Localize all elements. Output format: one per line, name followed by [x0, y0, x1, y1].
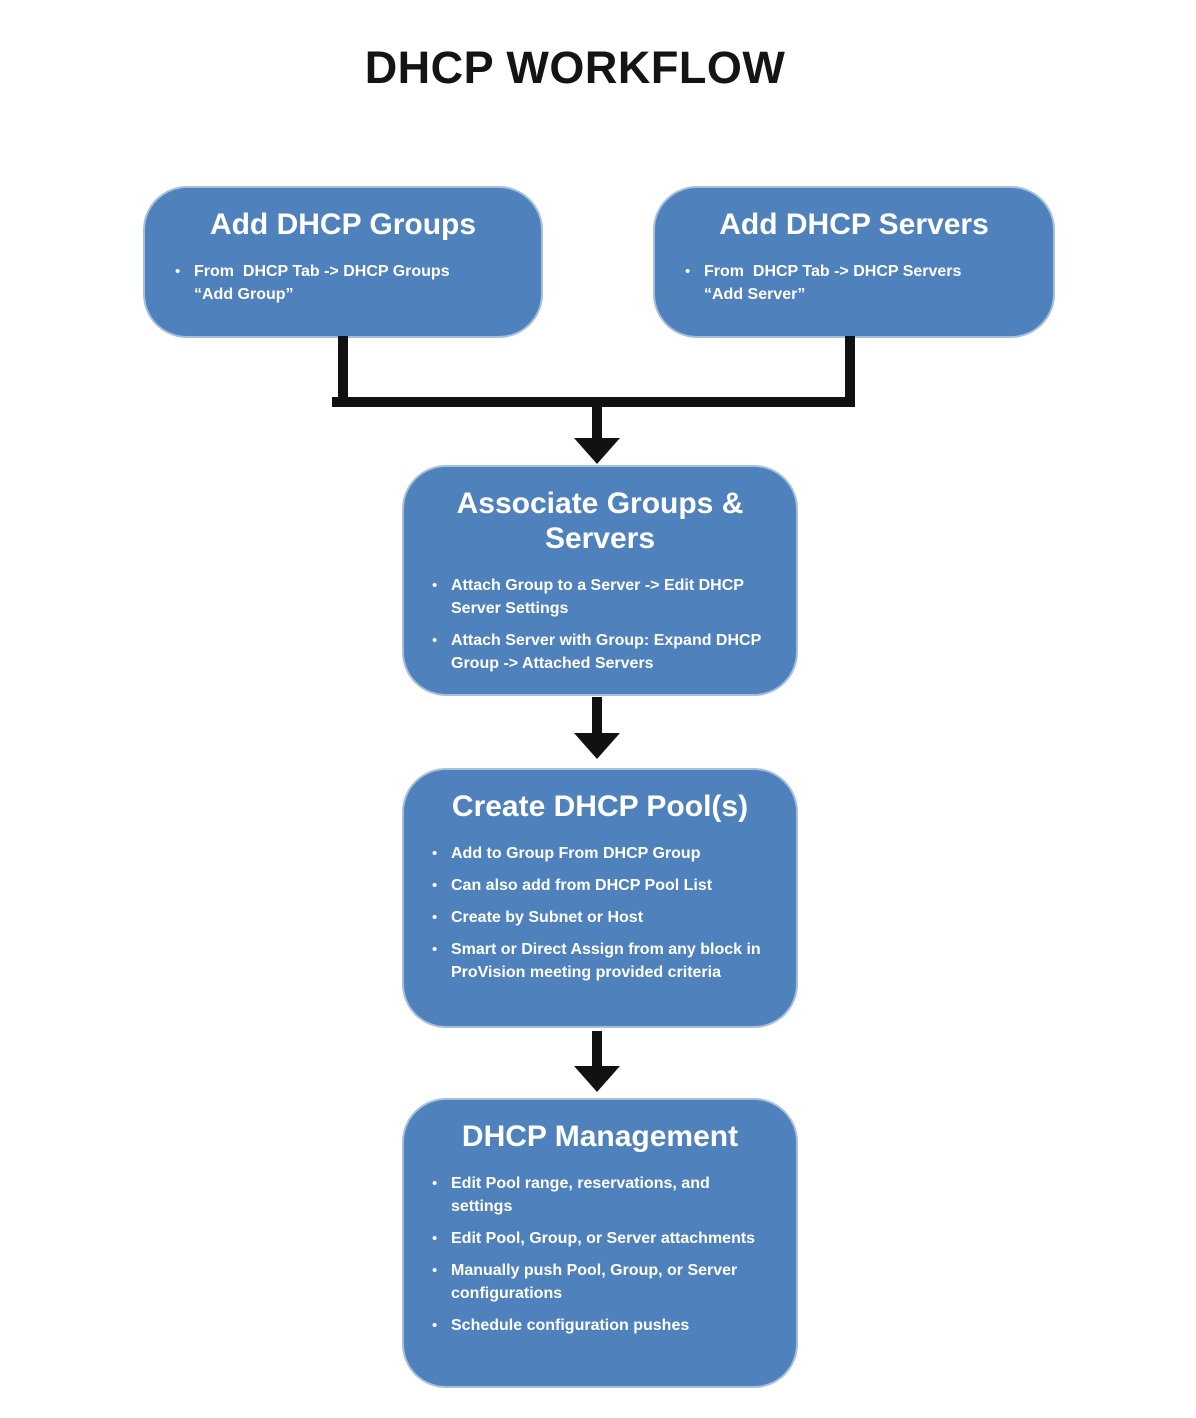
connector-stub	[592, 1031, 602, 1068]
bullet-dot: •	[432, 1316, 438, 1334]
box-title-management: DHCP Management	[461, 1120, 739, 1153]
bullet-list: • Edit Pool range, reservations, and set…	[404, 1172, 796, 1337]
bullet-dot: •	[432, 631, 438, 649]
bullet-dot: •	[432, 908, 438, 926]
bullet-item: • Can also add from DHCP Pool List	[404, 874, 796, 897]
box-title-add-dhcp-servers: Add DHCP Servers	[719, 208, 989, 241]
bullet-item: • Schedule configuration pushes	[404, 1314, 796, 1337]
bullet-text: Smart or Direct Assign from any block in…	[451, 940, 766, 981]
box-add-dhcp-groups: Add DHCP Groups • From DHCP Tab -> DHCP …	[143, 186, 543, 338]
bullet-text: Can also add from DHCP Pool List	[451, 876, 713, 894]
arrow-down-icon	[574, 1066, 620, 1092]
connector-left-stub	[338, 336, 348, 402]
box-title-add-dhcp-groups: Add DHCP Groups	[209, 208, 477, 241]
bullet-dot: •	[432, 844, 438, 862]
connector-horizontal-bar	[332, 397, 855, 407]
bullet-list: • Add to Group From DHCP Group • Can als…	[404, 842, 796, 984]
box-dhcp-management: DHCP Management • Edit Pool range, reser…	[402, 1098, 798, 1388]
bullet-item: • Edit Pool, Group, or Server attachment…	[404, 1227, 796, 1250]
bullet-list: • From DHCP Tab -> DHCP Groups “Add Grou…	[145, 260, 541, 306]
bullet-text: Attach Group to a Server -> Edit DHCP Se…	[451, 576, 749, 617]
bullet-text: Edit Pool, Group, or Server attachments	[451, 1229, 756, 1247]
page-title: DHCP WORKFLOW	[364, 42, 786, 93]
connector-stub	[592, 697, 602, 735]
bullet-text: Edit Pool range, reservations, and setti…	[451, 1174, 715, 1215]
bullet-text: From DHCP Tab -> DHCP Groups “Add Group”	[194, 262, 450, 303]
bullet-item: • Smart or Direct Assign from any block …	[404, 938, 796, 984]
bullet-dot: •	[685, 262, 691, 280]
bullet-item: • Attach Server with Group: Expand DHCP …	[404, 629, 796, 675]
box-title-create-pools: Create DHCP Pool(s)	[451, 790, 749, 823]
connector-right-stub	[845, 336, 855, 402]
bullet-list: • From DHCP Tab -> DHCP Servers “Add Ser…	[655, 260, 1053, 306]
box-create-dhcp-pools: Create DHCP Pool(s) • Add to Group From …	[402, 768, 798, 1028]
bullet-item: • From DHCP Tab -> DHCP Servers “Add Ser…	[655, 260, 1053, 306]
bullet-text: Create by Subnet or Host	[451, 908, 644, 926]
bullet-text: From DHCP Tab -> DHCP Servers “Add Serve…	[704, 262, 962, 303]
bullet-item: • Add to Group From DHCP Group	[404, 842, 796, 865]
bullet-dot: •	[432, 1261, 438, 1279]
bullet-item: • Attach Group to a Server -> Edit DHCP …	[404, 574, 796, 620]
bullet-item: • Edit Pool range, reservations, and set…	[404, 1172, 796, 1218]
box-add-dhcp-servers: Add DHCP Servers • From DHCP Tab -> DHCP…	[653, 186, 1055, 338]
arrow-down-icon	[574, 733, 620, 759]
bullet-list: • Attach Group to a Server -> Edit DHCP …	[404, 574, 796, 675]
bullet-text: Manually push Pool, Group, or Server con…	[451, 1261, 742, 1302]
connector-middle-stub	[592, 405, 602, 439]
bullet-dot: •	[432, 1174, 438, 1192]
arrow-down-icon	[574, 438, 620, 464]
bullet-text: Schedule configuration pushes	[451, 1316, 690, 1334]
box-title-associate: Associate Groups & Servers	[456, 487, 744, 555]
bullet-item: • Create by Subnet or Host	[404, 906, 796, 929]
bullet-item: • From DHCP Tab -> DHCP Groups “Add Grou…	[145, 260, 541, 306]
bullet-item: • Manually push Pool, Group, or Server c…	[404, 1259, 796, 1305]
bullet-dot: •	[432, 940, 438, 958]
bullet-dot: •	[432, 576, 438, 594]
box-associate-groups-servers: Associate Groups & Servers • Attach Grou…	[402, 465, 798, 696]
bullet-dot: •	[432, 876, 438, 894]
bullet-text: Add to Group From DHCP Group	[451, 844, 701, 862]
bullet-dot: •	[432, 1229, 438, 1247]
bullet-text: Attach Server with Group: Expand DHCP Gr…	[451, 631, 766, 672]
bullet-dot: •	[175, 262, 181, 280]
